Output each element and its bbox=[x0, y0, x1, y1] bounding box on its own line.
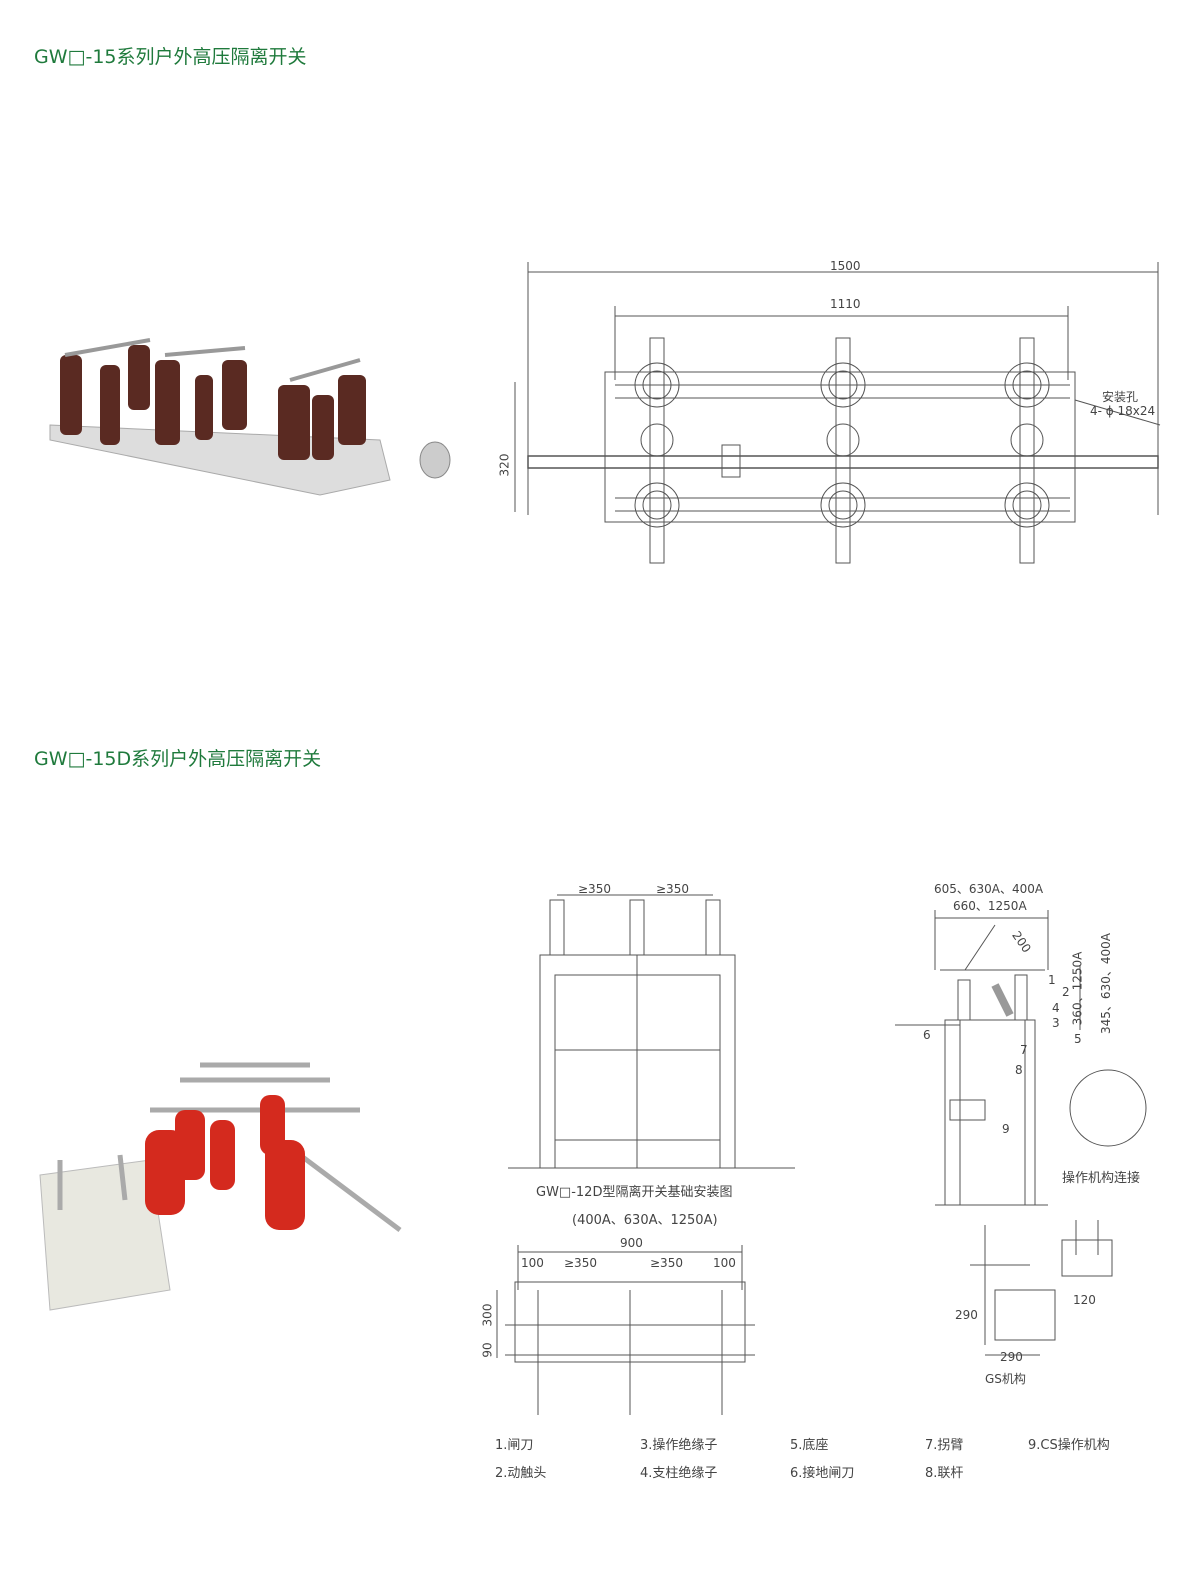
product-photo-1 bbox=[49, 338, 451, 496]
dim-120: 120 bbox=[1073, 1293, 1096, 1307]
legend-item: 1.闸刀 bbox=[495, 1438, 534, 1453]
legend-item: 4.支柱绝缘子 bbox=[640, 1466, 718, 1481]
callout-5: 5 bbox=[1074, 1032, 1082, 1046]
front-caption-sub: (400A、630A、1250A) bbox=[572, 1213, 718, 1228]
side-height-2: 345、630、400A bbox=[1098, 933, 1113, 1034]
dim-90: 90 bbox=[480, 1342, 495, 1358]
side-width-2: 660、1250A bbox=[953, 899, 1027, 913]
front-gap-2: ≥350 bbox=[656, 882, 689, 896]
legend-item: 5.底座 bbox=[790, 1438, 829, 1453]
side-width-1: 605、630A、400A bbox=[934, 882, 1044, 896]
front-gap-1: ≥350 bbox=[578, 882, 611, 896]
top-dimension-drawing bbox=[514, 262, 1161, 564]
dim-1110: 1110 bbox=[830, 297, 861, 311]
dim-350-right: ≥350 bbox=[650, 1256, 683, 1270]
legend-item: 2.动触头 bbox=[495, 1466, 547, 1481]
callout-9: 9 bbox=[1002, 1122, 1010, 1136]
legend-item: 8.联杆 bbox=[925, 1466, 964, 1481]
legend-item: 3.操作绝缘子 bbox=[640, 1438, 718, 1453]
gs-mechanism-drawing bbox=[970, 1220, 1113, 1356]
side-height-1: 360、1250A bbox=[1070, 951, 1085, 1026]
front-caption: GW□-12D型隔离开关基础安装图 bbox=[536, 1185, 733, 1200]
legend-item: 7.拐臂 bbox=[925, 1438, 964, 1453]
dim-900: 900 bbox=[620, 1236, 643, 1250]
side-view-drawing bbox=[895, 910, 1147, 1206]
dim-300: 300 bbox=[480, 1303, 495, 1327]
dim-1500: 1500 bbox=[830, 259, 861, 273]
plan-view-drawing bbox=[496, 1245, 755, 1415]
callout-7: 7 bbox=[1020, 1043, 1028, 1057]
legend-item: 9.CS操作机构 bbox=[1028, 1438, 1110, 1453]
section1-title: GW□-15系列户外高压隔离开关 bbox=[34, 46, 307, 68]
dim-100-left: 100 bbox=[521, 1256, 544, 1270]
front-view-drawing bbox=[508, 894, 795, 1169]
dim-290-vertical: 290 bbox=[955, 1308, 978, 1322]
legend-item: 6.接地闸刀 bbox=[790, 1466, 855, 1481]
callout-8: 8 bbox=[1015, 1063, 1023, 1077]
product-photo-2 bbox=[39, 1062, 402, 1311]
callout-3: 3 bbox=[1052, 1016, 1060, 1030]
dim-320: 320 bbox=[497, 453, 512, 477]
dim-290-horizontal: 290 bbox=[1000, 1350, 1023, 1364]
detail-label: 操作机构连接 bbox=[1062, 1171, 1141, 1186]
gs-label: GS机构 bbox=[985, 1372, 1026, 1386]
dim-350-left: ≥350 bbox=[564, 1256, 597, 1270]
callout-4: 4 bbox=[1052, 1001, 1060, 1015]
dim-100-right: 100 bbox=[713, 1256, 736, 1270]
callout-6: 6 bbox=[923, 1028, 931, 1042]
hole-label: 安装孔 bbox=[1102, 390, 1139, 404]
section2-title: GW□-15D系列户外高压隔离开关 bbox=[34, 748, 322, 770]
hole-spec: 4- ϕ 18x24 bbox=[1090, 404, 1156, 418]
callout-2: 2 bbox=[1062, 985, 1070, 999]
callout-1: 1 bbox=[1048, 973, 1056, 987]
